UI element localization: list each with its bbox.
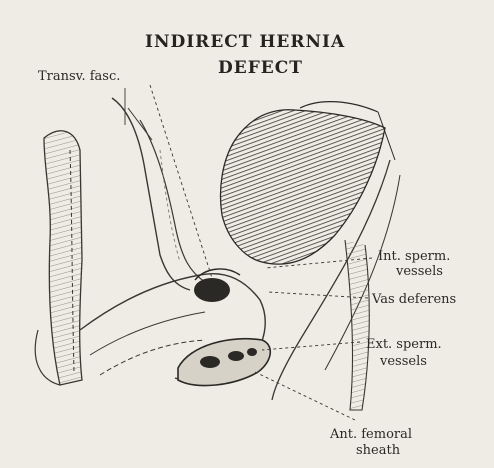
left-abdominal-wall — [35, 131, 82, 385]
label-int-sperm-vessels-line1: Int. sperm. — [378, 250, 450, 264]
label-vas-deferens: Vas deferens — [372, 293, 456, 307]
transversalis-fascia — [112, 98, 205, 290]
muscle-mass — [221, 102, 395, 265]
label-ext-sperm-vessels-line1: Ext. sperm. — [366, 338, 442, 352]
label-ext-sperm-vessels-line2: vessels — [380, 355, 427, 369]
diagram-title-line1: INDIRECT HERNIA — [145, 32, 345, 52]
diagram-title-line2: DEFECT — [218, 58, 303, 78]
cord-cross-section — [178, 339, 270, 386]
label-ant-femoral-sheath-line2: sheath — [356, 444, 400, 458]
label-int-sperm-vessels-line2: vessels — [396, 265, 443, 279]
label-ant-femoral-sheath-line1: Ant. femoral — [330, 428, 412, 442]
label-transversalis-fascia: Transv. fasc. — [38, 70, 120, 84]
